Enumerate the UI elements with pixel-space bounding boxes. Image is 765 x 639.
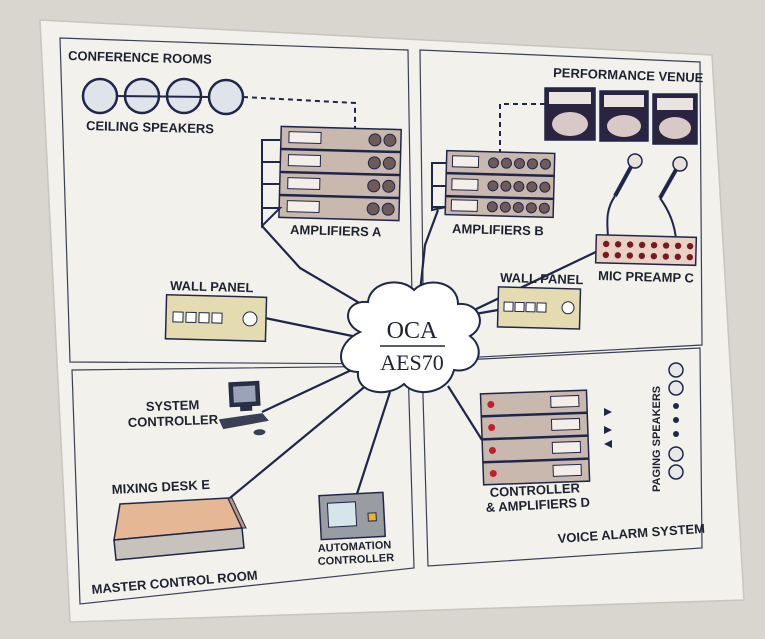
arrow-icon bbox=[604, 426, 612, 434]
paging-speaker-1 bbox=[668, 362, 684, 378]
section-title-performance: PERFORMANCE VENUE bbox=[553, 65, 704, 85]
amplifiers-b-rack bbox=[444, 149, 556, 219]
venue-speaker-dashed-link bbox=[499, 103, 545, 152]
label-automation-controller-2: CONTROLLER bbox=[318, 552, 395, 568]
venue-speaker-2 bbox=[599, 90, 649, 142]
label-mixing-desk-e: MIXING DESK E bbox=[111, 477, 210, 497]
section-frame-master-control bbox=[71, 365, 415, 605]
link-automation bbox=[353, 391, 392, 501]
venue-speaker-1 bbox=[544, 87, 596, 141]
venue-speakers bbox=[499, 87, 698, 152]
cloud-shape bbox=[340, 281, 481, 394]
wall-panel-right-btn-1 bbox=[503, 301, 514, 312]
label-amplifiers-a: AMPLIFIERS A bbox=[290, 222, 382, 239]
wall-panel-right-btn-4 bbox=[536, 302, 547, 313]
wall-panel-left-knob bbox=[242, 311, 258, 327]
amp-a-display-3 bbox=[287, 177, 321, 190]
wall-panel-left-btn-4 bbox=[211, 312, 223, 324]
venue-speaker-3 bbox=[652, 93, 698, 145]
amplifiers-a-rack bbox=[278, 125, 403, 222]
cloud-label-bottom: AES70 bbox=[380, 350, 444, 375]
label-mic-preamp-c: MIC PREAMP C bbox=[598, 268, 695, 286]
link-wall-panel-left bbox=[264, 316, 363, 340]
label-system-controller-2: CONTROLLER bbox=[128, 412, 219, 430]
wall-panel-left-btn-1 bbox=[172, 311, 184, 323]
paging-speaker-dot-3 bbox=[673, 431, 679, 437]
ceiling-speaker-chain bbox=[116, 95, 210, 98]
section-frame-voice-alarm bbox=[421, 347, 703, 567]
wall-panel-left-btn-3 bbox=[198, 312, 210, 324]
amp-b-display-3 bbox=[450, 199, 479, 212]
controller-amplifiers-d-rack bbox=[479, 389, 591, 486]
amp-b-knobs bbox=[486, 157, 551, 214]
mic-preamp-c bbox=[594, 233, 698, 267]
paging-speaker-dot-2 bbox=[673, 417, 679, 423]
mixing-desk-e bbox=[113, 497, 247, 561]
amp-b-bus bbox=[431, 162, 447, 212]
label-amplifiers-b: AMPLIFIERS B bbox=[452, 221, 544, 238]
section-title-conference: CONFERENCE ROOMS bbox=[68, 48, 212, 67]
link-system-controller bbox=[261, 365, 361, 413]
link-amplifiers-a bbox=[261, 225, 386, 319]
amp-b-display-2 bbox=[451, 178, 479, 191]
microphone-2 bbox=[658, 156, 688, 241]
ceiling-speaker-dashed-link bbox=[242, 96, 356, 130]
wall-panel-right bbox=[496, 286, 582, 330]
amp-d-displays bbox=[550, 394, 582, 477]
amp-a-display-1 bbox=[288, 131, 322, 145]
mic-preamp-body bbox=[594, 233, 698, 267]
label-controller-amplifiers-d-1: CONTROLLER bbox=[489, 480, 581, 500]
label-wall-panel-right: WALL PANEL bbox=[500, 270, 584, 287]
label-ceiling-speakers: CEILING SPEAKERS bbox=[86, 118, 215, 136]
amp-a-display-2 bbox=[287, 154, 322, 167]
link-voice-alarm bbox=[447, 385, 483, 441]
link-mixing-desk bbox=[224, 383, 369, 503]
automation-controller bbox=[318, 491, 387, 541]
label-system-controller-1: SYSTEM bbox=[146, 397, 200, 414]
arrow-icons bbox=[604, 408, 612, 448]
label-controller-amplifiers-d-2: & AMPLIFIERS D bbox=[485, 495, 590, 515]
amp-a-display-4 bbox=[286, 200, 320, 213]
amp-b-display-1 bbox=[451, 155, 480, 168]
amp-d-leds bbox=[487, 401, 497, 477]
label-paging-speakers: PAGING SPEAKERS bbox=[651, 386, 663, 492]
arrow-icon bbox=[604, 408, 612, 416]
wall-panel-left bbox=[164, 293, 268, 343]
section-frame-performance bbox=[419, 49, 703, 361]
ceiling-speaker-1 bbox=[81, 77, 119, 115]
oca-cloud: OCA AES70 bbox=[340, 281, 481, 394]
paging-speaker-dot-1 bbox=[673, 403, 679, 409]
label-automation-controller-1: AUTOMATION bbox=[318, 539, 392, 555]
label-wall-panel-left: WALL PANEL bbox=[170, 278, 254, 295]
amp-a-knobs bbox=[366, 133, 397, 216]
amp-a-bus bbox=[261, 139, 283, 229]
paging-speakers bbox=[668, 362, 684, 480]
arrow-icon bbox=[604, 440, 612, 448]
ceiling-speaker-4 bbox=[207, 78, 245, 116]
cloud-label-top: OCA bbox=[387, 318, 438, 344]
wall-panel-right-btn-2 bbox=[514, 301, 525, 313]
ceiling-speakers bbox=[81, 77, 356, 130]
mic-preamp-leds bbox=[602, 240, 694, 261]
paging-speaker-4 bbox=[668, 464, 684, 480]
paging-speaker-2 bbox=[668, 380, 684, 396]
paging-speaker-3 bbox=[668, 446, 684, 462]
microphone-1 bbox=[606, 153, 643, 241]
wall-panel-right-btn-3 bbox=[525, 302, 536, 313]
computer-icon bbox=[218, 380, 269, 436]
wall-panel-left-btn-2 bbox=[185, 311, 197, 324]
wall-panel-right-knob bbox=[561, 301, 575, 315]
link-mic-preamp-c bbox=[469, 249, 601, 313]
